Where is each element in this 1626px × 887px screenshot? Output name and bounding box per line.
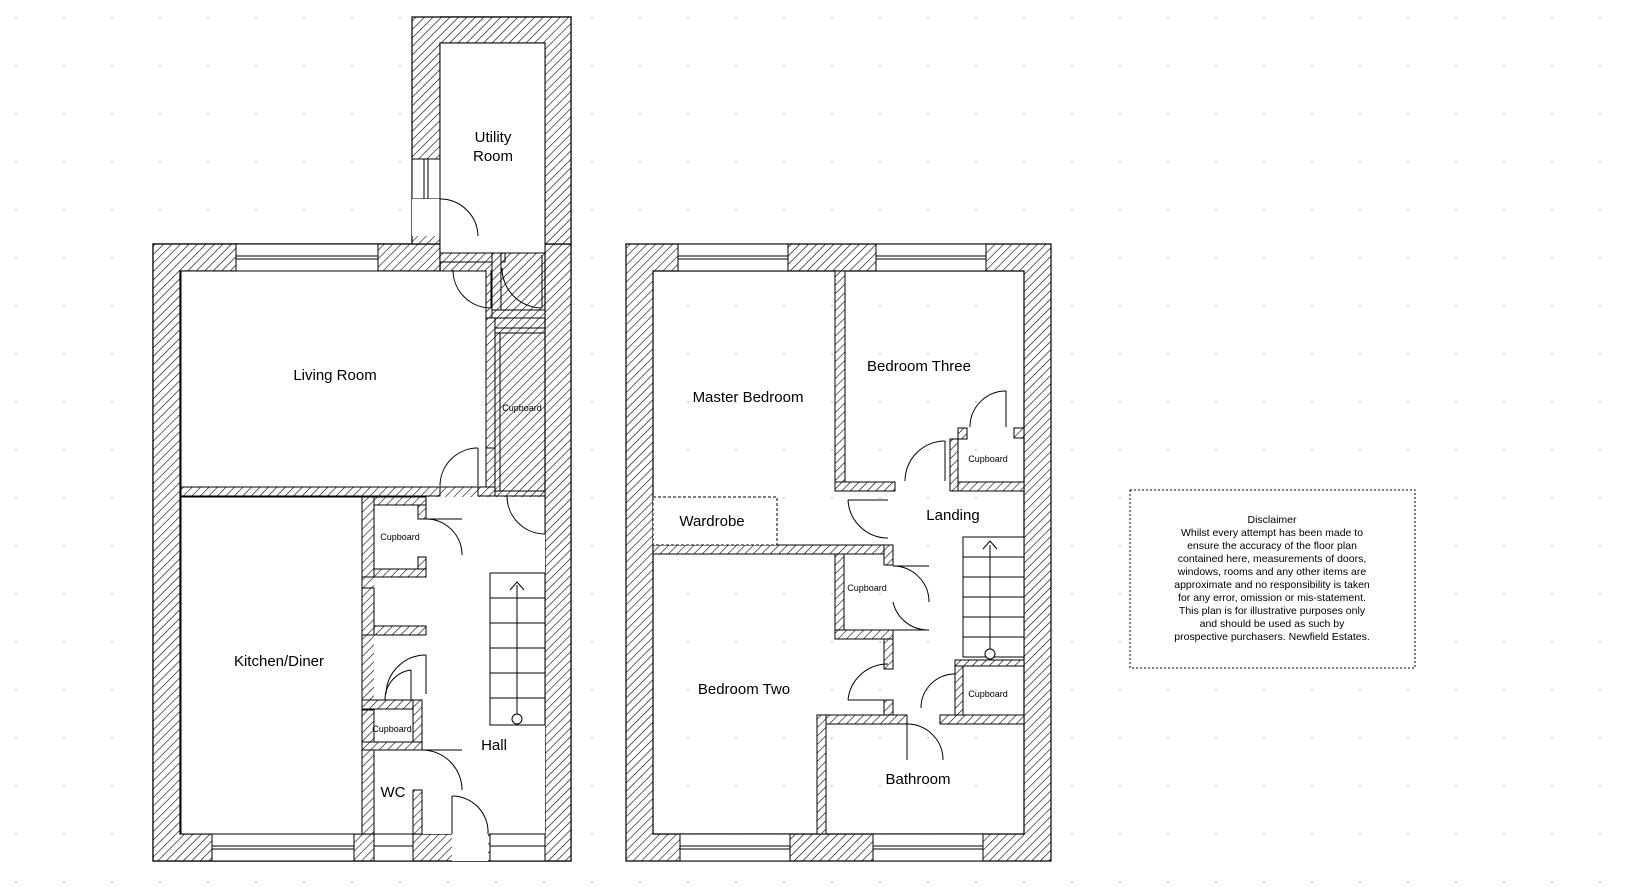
tall-cupboard-left-wall xyxy=(494,327,501,497)
utility-window xyxy=(411,158,441,200)
master-bedroom-label: Master Bedroom xyxy=(693,389,804,406)
kitchen-hall-wall-mid xyxy=(361,587,375,636)
disclaimer-line: approximate and no responsibility is tak… xyxy=(1174,579,1370,591)
disclaimer-line: prospective purchasers. Newfield Estates… xyxy=(1174,631,1370,643)
lobby-bottom-wall xyxy=(491,309,546,319)
disclaimer-line: for any error, omission or mis-statement… xyxy=(1178,592,1366,604)
utility-room-label: Utility xyxy=(475,129,512,146)
first-stairs xyxy=(962,536,1025,660)
kitchen-cupboard-jamb xyxy=(417,504,427,520)
wardrobe xyxy=(652,496,778,546)
hall-label: Hall xyxy=(481,737,507,754)
kitchen-diner-label: Kitchen/Diner xyxy=(234,653,324,670)
bed3-bottom-wall-r xyxy=(949,481,1025,492)
bed3-cupboard-label: Cupboard xyxy=(968,454,1008,464)
bed3-cupboard-top xyxy=(957,427,968,440)
master-bed2-wall xyxy=(652,544,894,555)
hall-window xyxy=(489,833,546,862)
tall-cupboard-top-wall xyxy=(494,327,546,334)
kitchen-window xyxy=(211,833,355,862)
disclaimer-line: ensure the accuracy of the floor plan xyxy=(1187,540,1357,552)
wardrobe-label: Wardrobe xyxy=(679,513,744,530)
bed2-landing-wall-low xyxy=(883,638,894,670)
utility-lobby-wall xyxy=(439,252,506,263)
kitchen-hall-wall-mid-2 xyxy=(373,625,427,636)
bed3-landing-wall xyxy=(949,438,959,492)
bathroom-label: Bathroom xyxy=(885,771,950,788)
kitchen-cupboard-jamb-2 xyxy=(417,556,427,570)
first-windows xyxy=(677,243,987,862)
disclaimer-box: Disclaimer Whilst every attempt has been… xyxy=(1129,489,1416,669)
living-room-area xyxy=(180,270,487,488)
kitchen-cupboard-label: Cupboard xyxy=(380,532,420,542)
living-kitchen-wall xyxy=(180,486,441,497)
bed3-bottom-wall xyxy=(834,481,896,492)
bed2-cupboard-bottom xyxy=(834,629,894,640)
lobby-right-wall xyxy=(491,252,502,319)
disclaimer-line: Whilst every attempt has been made to xyxy=(1181,527,1363,539)
bed3-cupboard-jamb xyxy=(1013,427,1025,439)
ground-floor: Utility Room Living Room Kitchen/Diner H… xyxy=(152,16,572,862)
landing-cupboard-top xyxy=(954,659,1025,667)
bed2-landing-jamb xyxy=(883,544,894,566)
wc-cupboard-label: Cupboard xyxy=(372,724,412,734)
bed2-landing-wall-top xyxy=(834,553,845,640)
disclaimer-line: contained here, measurements of doors, xyxy=(1178,553,1367,565)
disclaimer-line: and should be used as such by xyxy=(1200,618,1346,630)
master-bed3-wall xyxy=(834,270,846,492)
kitchen-cupboard-top xyxy=(373,496,427,506)
living-room-label: Living Room xyxy=(293,367,376,384)
landing-label: Landing xyxy=(926,507,979,524)
wc-right-wall xyxy=(412,789,423,835)
wc-window xyxy=(373,833,414,862)
wc-label: WC xyxy=(381,784,406,801)
disclaimer-line: This plan is for illustrative purposes o… xyxy=(1179,605,1366,617)
bathroom-left-wall xyxy=(816,714,827,835)
kitchen-hall-wall-low xyxy=(361,709,375,835)
utility-door-opening xyxy=(412,199,440,236)
kitchen-area xyxy=(180,496,363,835)
bedroom-three-label: Bedroom Three xyxy=(867,358,971,375)
bedroom-two-label: Bedroom Two xyxy=(698,681,790,698)
disclaimer-title: Disclaimer xyxy=(1247,514,1297,526)
first-doors xyxy=(847,390,1007,761)
living-hall-wall xyxy=(485,317,496,449)
kitchen-hall-wall-top xyxy=(361,496,375,578)
living-window xyxy=(235,243,379,272)
landing-cupboard-left xyxy=(954,659,964,716)
bathroom-top-wall-r xyxy=(939,714,1025,725)
living-hall-wall-low xyxy=(477,486,496,497)
bed2-cupboard-label: Cupboard xyxy=(847,583,887,593)
first-floor: Master Bedroom Bedroom Three Bedroom Two… xyxy=(625,243,1052,862)
bed2-bathroom-jamb xyxy=(883,699,894,716)
front-door-opening xyxy=(452,834,488,861)
bathroom-top-wall xyxy=(816,714,908,725)
landing-cupboard-label: Cupboard xyxy=(968,689,1008,699)
wc-top-wall xyxy=(361,741,423,751)
tall-cupboard-bottom-wall xyxy=(494,490,546,497)
ground-doors xyxy=(384,198,546,835)
utility-room-label-2: Room xyxy=(473,148,513,165)
disclaimer-line: windows, rooms and any other items are xyxy=(1177,566,1367,578)
ground-stairs xyxy=(489,572,546,726)
kitchen-cupboard-bottom xyxy=(373,568,427,578)
tall-cupboard-label: Cupboard xyxy=(502,403,542,413)
